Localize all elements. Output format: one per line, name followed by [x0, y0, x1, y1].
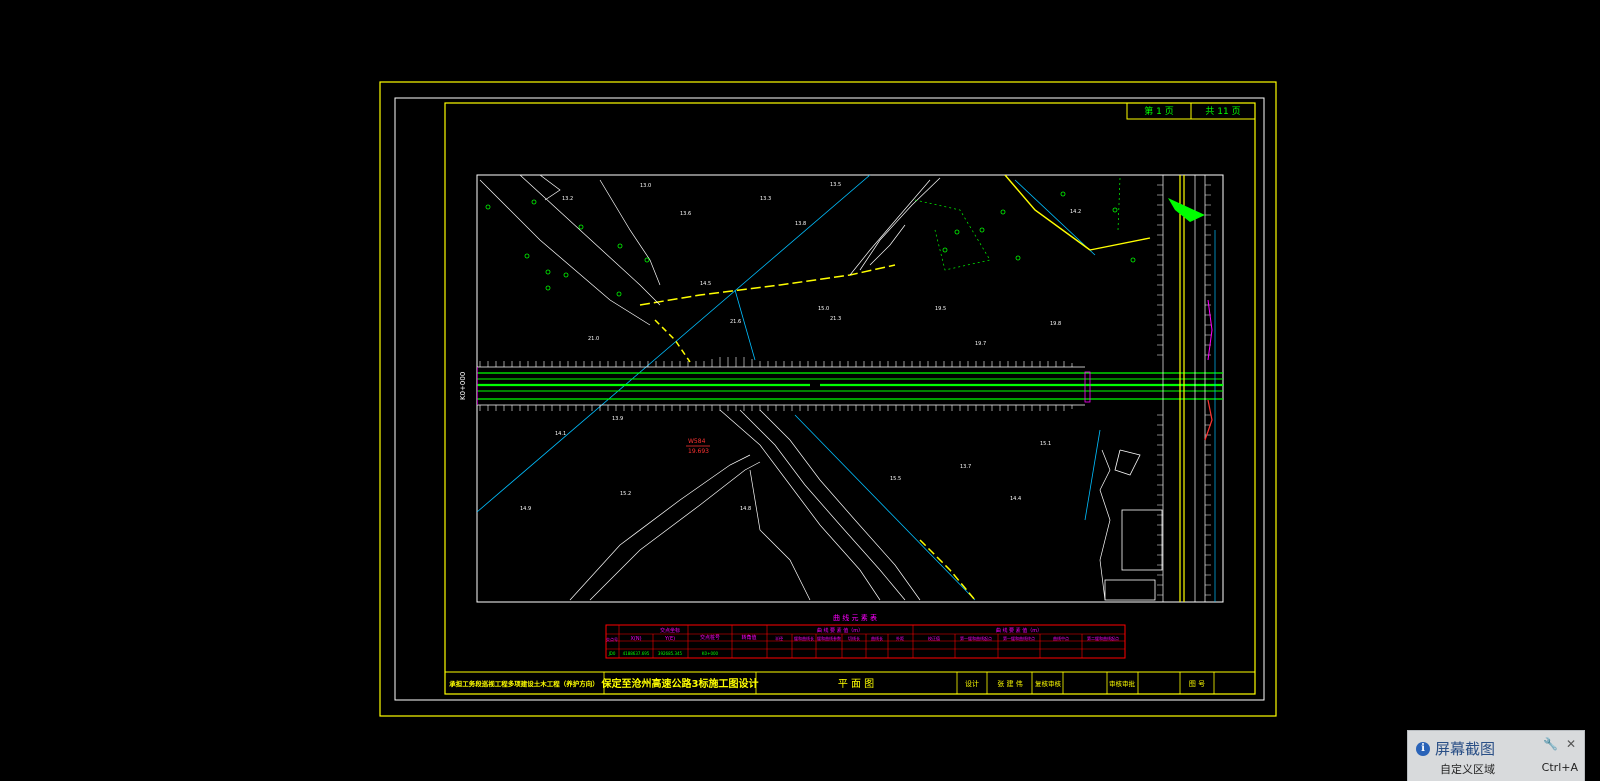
info-icon: i: [1416, 741, 1430, 756]
svg-text:15.0: 15.0: [818, 306, 829, 312]
svg-text:21.6: 21.6: [730, 319, 741, 325]
outer-sheet-frame: [379, 81, 1277, 717]
th-elements: 曲 线 要 素 值（m）: [817, 627, 863, 634]
svg-text:外距: 外距: [896, 635, 904, 641]
existing-road-vertical: [1157, 175, 1216, 602]
elevation-labels: 13.0 13.2 13.3 13.5 13.6 13.8 14.2 14.5 …: [520, 182, 1081, 512]
svg-text:13.7: 13.7: [960, 464, 971, 470]
topographic-map: 13.0 13.2 13.3 13.5 13.6 13.8 14.2 14.5 …: [477, 175, 1223, 602]
svg-text:19.7: 19.7: [975, 341, 986, 347]
screenshot-tool-header: i 屏幕截图: [1416, 738, 1495, 759]
th-y: Y(E): [664, 636, 675, 642]
road-embankment-bottom: [477, 404, 1085, 411]
close-icon[interactable]: ✕: [1565, 737, 1576, 751]
svg-text:曲线中点: 曲线中点: [1053, 635, 1069, 641]
svg-text:13.6: 13.6: [680, 211, 691, 217]
screenshot-tool-panel[interactable]: i 屏幕截图 🔧 ✕ 自定义区域 Ctrl+A: [1407, 730, 1585, 781]
svg-text:14.9: 14.9: [520, 506, 531, 512]
th-station: 交点桩号: [700, 634, 720, 641]
svg-text:缓和曲线参数: 缓和曲线参数: [817, 635, 841, 641]
survey-points: [485, 191, 1136, 297]
drawing-name: 平 面 图: [838, 678, 874, 690]
th-no: 交点号: [606, 636, 618, 642]
title-block: 承担工务段巡视工程多项建设土木工程（养护方向） 保定至沧州高速公路3标施工图设计…: [444, 671, 1256, 695]
svg-text:13.5: 13.5: [830, 182, 841, 188]
svg-text:13.9: 13.9: [612, 416, 623, 422]
row-station: K0+000: [702, 651, 719, 656]
svg-text:15.2: 15.2: [620, 491, 631, 497]
th-angle: 转角值: [741, 634, 756, 641]
svg-text:13.0: 13.0: [640, 183, 651, 189]
table-title: 曲 线 元 素 表: [833, 613, 877, 622]
row-y: 392685.345: [658, 651, 683, 656]
svg-text:第一缓和曲线终点: 第一缓和曲线终点: [1003, 635, 1035, 641]
svg-text:第二缓和曲线起点: 第二缓和曲线起点: [1087, 635, 1119, 641]
design-label: 设计: [965, 679, 979, 688]
road-embankment-top: [477, 357, 1085, 368]
svg-text:19.5: 19.5: [935, 306, 946, 312]
station-label: K0+000: [459, 372, 467, 400]
project-name: 保定至沧州高速公路3标施工图设计: [601, 677, 759, 690]
wrench-icon[interactable]: 🔧: [1542, 737, 1558, 751]
figure-no-label: 图 号: [1189, 680, 1205, 688]
svg-text:曲线长: 曲线长: [871, 635, 883, 641]
svg-text:21.0: 21.0: [588, 336, 599, 342]
company-name: 承担工务段巡视工程多项建设土木工程（养护方向）: [449, 679, 599, 688]
svg-text:切线长: 切线长: [848, 635, 860, 641]
custom-region-label: 自定义区域: [1440, 763, 1495, 776]
row-x: 4188637.695: [623, 651, 650, 656]
inner-white-frame: [394, 97, 1265, 701]
row-no: JD0: [608, 651, 616, 656]
svg-text:21.3: 21.3: [830, 316, 841, 322]
curve-elements-table: 曲 线 元 素 表 交点号 交点坐标 X(N) Y(E) 交点桩号 转角值 曲 …: [605, 613, 1126, 659]
custom-region-shortcut: Ctrl+A: [1541, 761, 1578, 774]
svg-text:14.4: 14.4: [1010, 496, 1021, 502]
svg-text:15.1: 15.1: [1040, 441, 1051, 447]
svg-text:19.8: 19.8: [1050, 321, 1061, 327]
approve-label: 审核审批: [1109, 679, 1136, 688]
svg-text:校正值: 校正值: [928, 635, 940, 641]
svg-text:半径: 半径: [775, 635, 783, 641]
svg-text:14.8: 14.8: [740, 506, 751, 512]
highway-alignment: [477, 367, 1223, 405]
th-coords: 交点坐标: [660, 627, 680, 634]
map-annotation-numerator: W584: [688, 438, 706, 445]
th-points: 曲 线 要 素 值（m）: [996, 627, 1042, 634]
svg-text:14.1: 14.1: [555, 431, 566, 437]
svg-text:14.2: 14.2: [1070, 209, 1081, 215]
screenshot-tool-title: 屏幕截图: [1435, 740, 1496, 758]
map-viewport-frame: [476, 174, 1224, 603]
svg-text:15.5: 15.5: [890, 476, 901, 482]
th-x: X(N): [630, 636, 641, 642]
svg-text:13.8: 13.8: [795, 221, 806, 227]
svg-text:第一缓和曲线起点: 第一缓和曲线起点: [960, 635, 992, 641]
custom-region-menu-item[interactable]: 自定义区域 Ctrl+A: [1440, 761, 1578, 777]
designer-name: 张 建 伟: [997, 679, 1022, 688]
review-label: 复核审核: [1035, 679, 1062, 688]
page-total-label: 共 11 页: [1205, 106, 1240, 117]
page-current-label: 第 1 页: [1144, 105, 1173, 117]
svg-text:13.2: 13.2: [562, 196, 573, 202]
map-annotation-denominator: 19.693: [688, 448, 709, 455]
svg-text:缓和曲线长: 缓和曲线长: [794, 635, 814, 641]
svg-text:13.3: 13.3: [760, 196, 771, 202]
svg-text:14.5: 14.5: [700, 281, 711, 287]
screenshot-tool-controls: 🔧 ✕: [1543, 737, 1576, 751]
